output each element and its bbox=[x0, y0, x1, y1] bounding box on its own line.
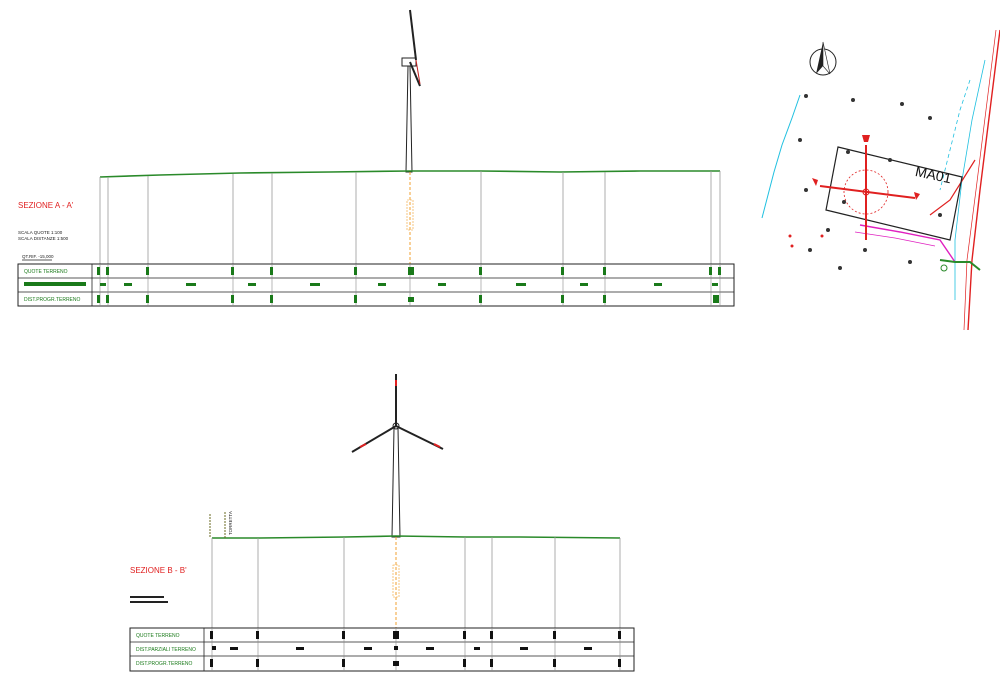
road-red bbox=[967, 29, 1000, 331]
section-b-table: QUOTE TERRENO DIST.PARZIALI TERRENO DIST… bbox=[129, 627, 635, 672]
section-a-row-1-label: QUOTE TERRENO bbox=[24, 269, 68, 275]
turbine-location-marker bbox=[812, 135, 920, 240]
vertical-lines-b bbox=[211, 537, 621, 628]
section-b-row-3-label: DIST.PROGR.TERRENO bbox=[136, 661, 193, 667]
site-plan-map: MA01 bbox=[761, 29, 1000, 331]
section-a-row-3-label: DIST.PROGR.TERRENO bbox=[24, 297, 81, 303]
turbine-a-side-view bbox=[401, 9, 421, 173]
side-structure: TORRETTA bbox=[209, 511, 233, 538]
section-b-title: SEZIONE B - B' bbox=[130, 566, 187, 575]
ground-profile-a bbox=[99, 170, 720, 178]
scale-bar-b bbox=[130, 596, 168, 603]
section-a-scale-distances: SCALA DISTANZE 1:500 bbox=[18, 236, 69, 241]
turbine-label: MA01 bbox=[914, 163, 953, 186]
section-a-row-2-bar bbox=[24, 282, 86, 286]
section-a-title: SEZIONE A - A' bbox=[18, 201, 74, 210]
vertical-lines-a bbox=[99, 171, 721, 264]
section-a: SEZIONE A - A' SCALA QUOTE 1:100 SCALA D… bbox=[17, 9, 735, 307]
turbine-b-front-view bbox=[351, 374, 444, 538]
section-a-datum: QT.RIF. -15,000 bbox=[22, 254, 54, 259]
ground-profile-b bbox=[212, 535, 621, 539]
side-structure-label: TORRETTA bbox=[228, 511, 233, 535]
section-b: TORRETTA SEZIONE B - B' QUOTE TERRENO DI… bbox=[129, 374, 635, 672]
section-b-row-2-label: DIST.PARZIALI TERRENO bbox=[136, 647, 196, 653]
water-course bbox=[761, 94, 801, 219]
section-b-row-1-label: QUOTE TERRENO bbox=[136, 633, 180, 639]
access-road bbox=[859, 224, 956, 263]
tree-symbols bbox=[798, 94, 942, 270]
turbine-pad bbox=[825, 146, 963, 241]
section-a-scale-heights: SCALA QUOTE 1:100 bbox=[18, 230, 63, 235]
section-a-table: QUOTE TERRENO DIST.PROGR.TERRENO bbox=[17, 263, 735, 307]
north-arrow-icon bbox=[809, 41, 837, 76]
